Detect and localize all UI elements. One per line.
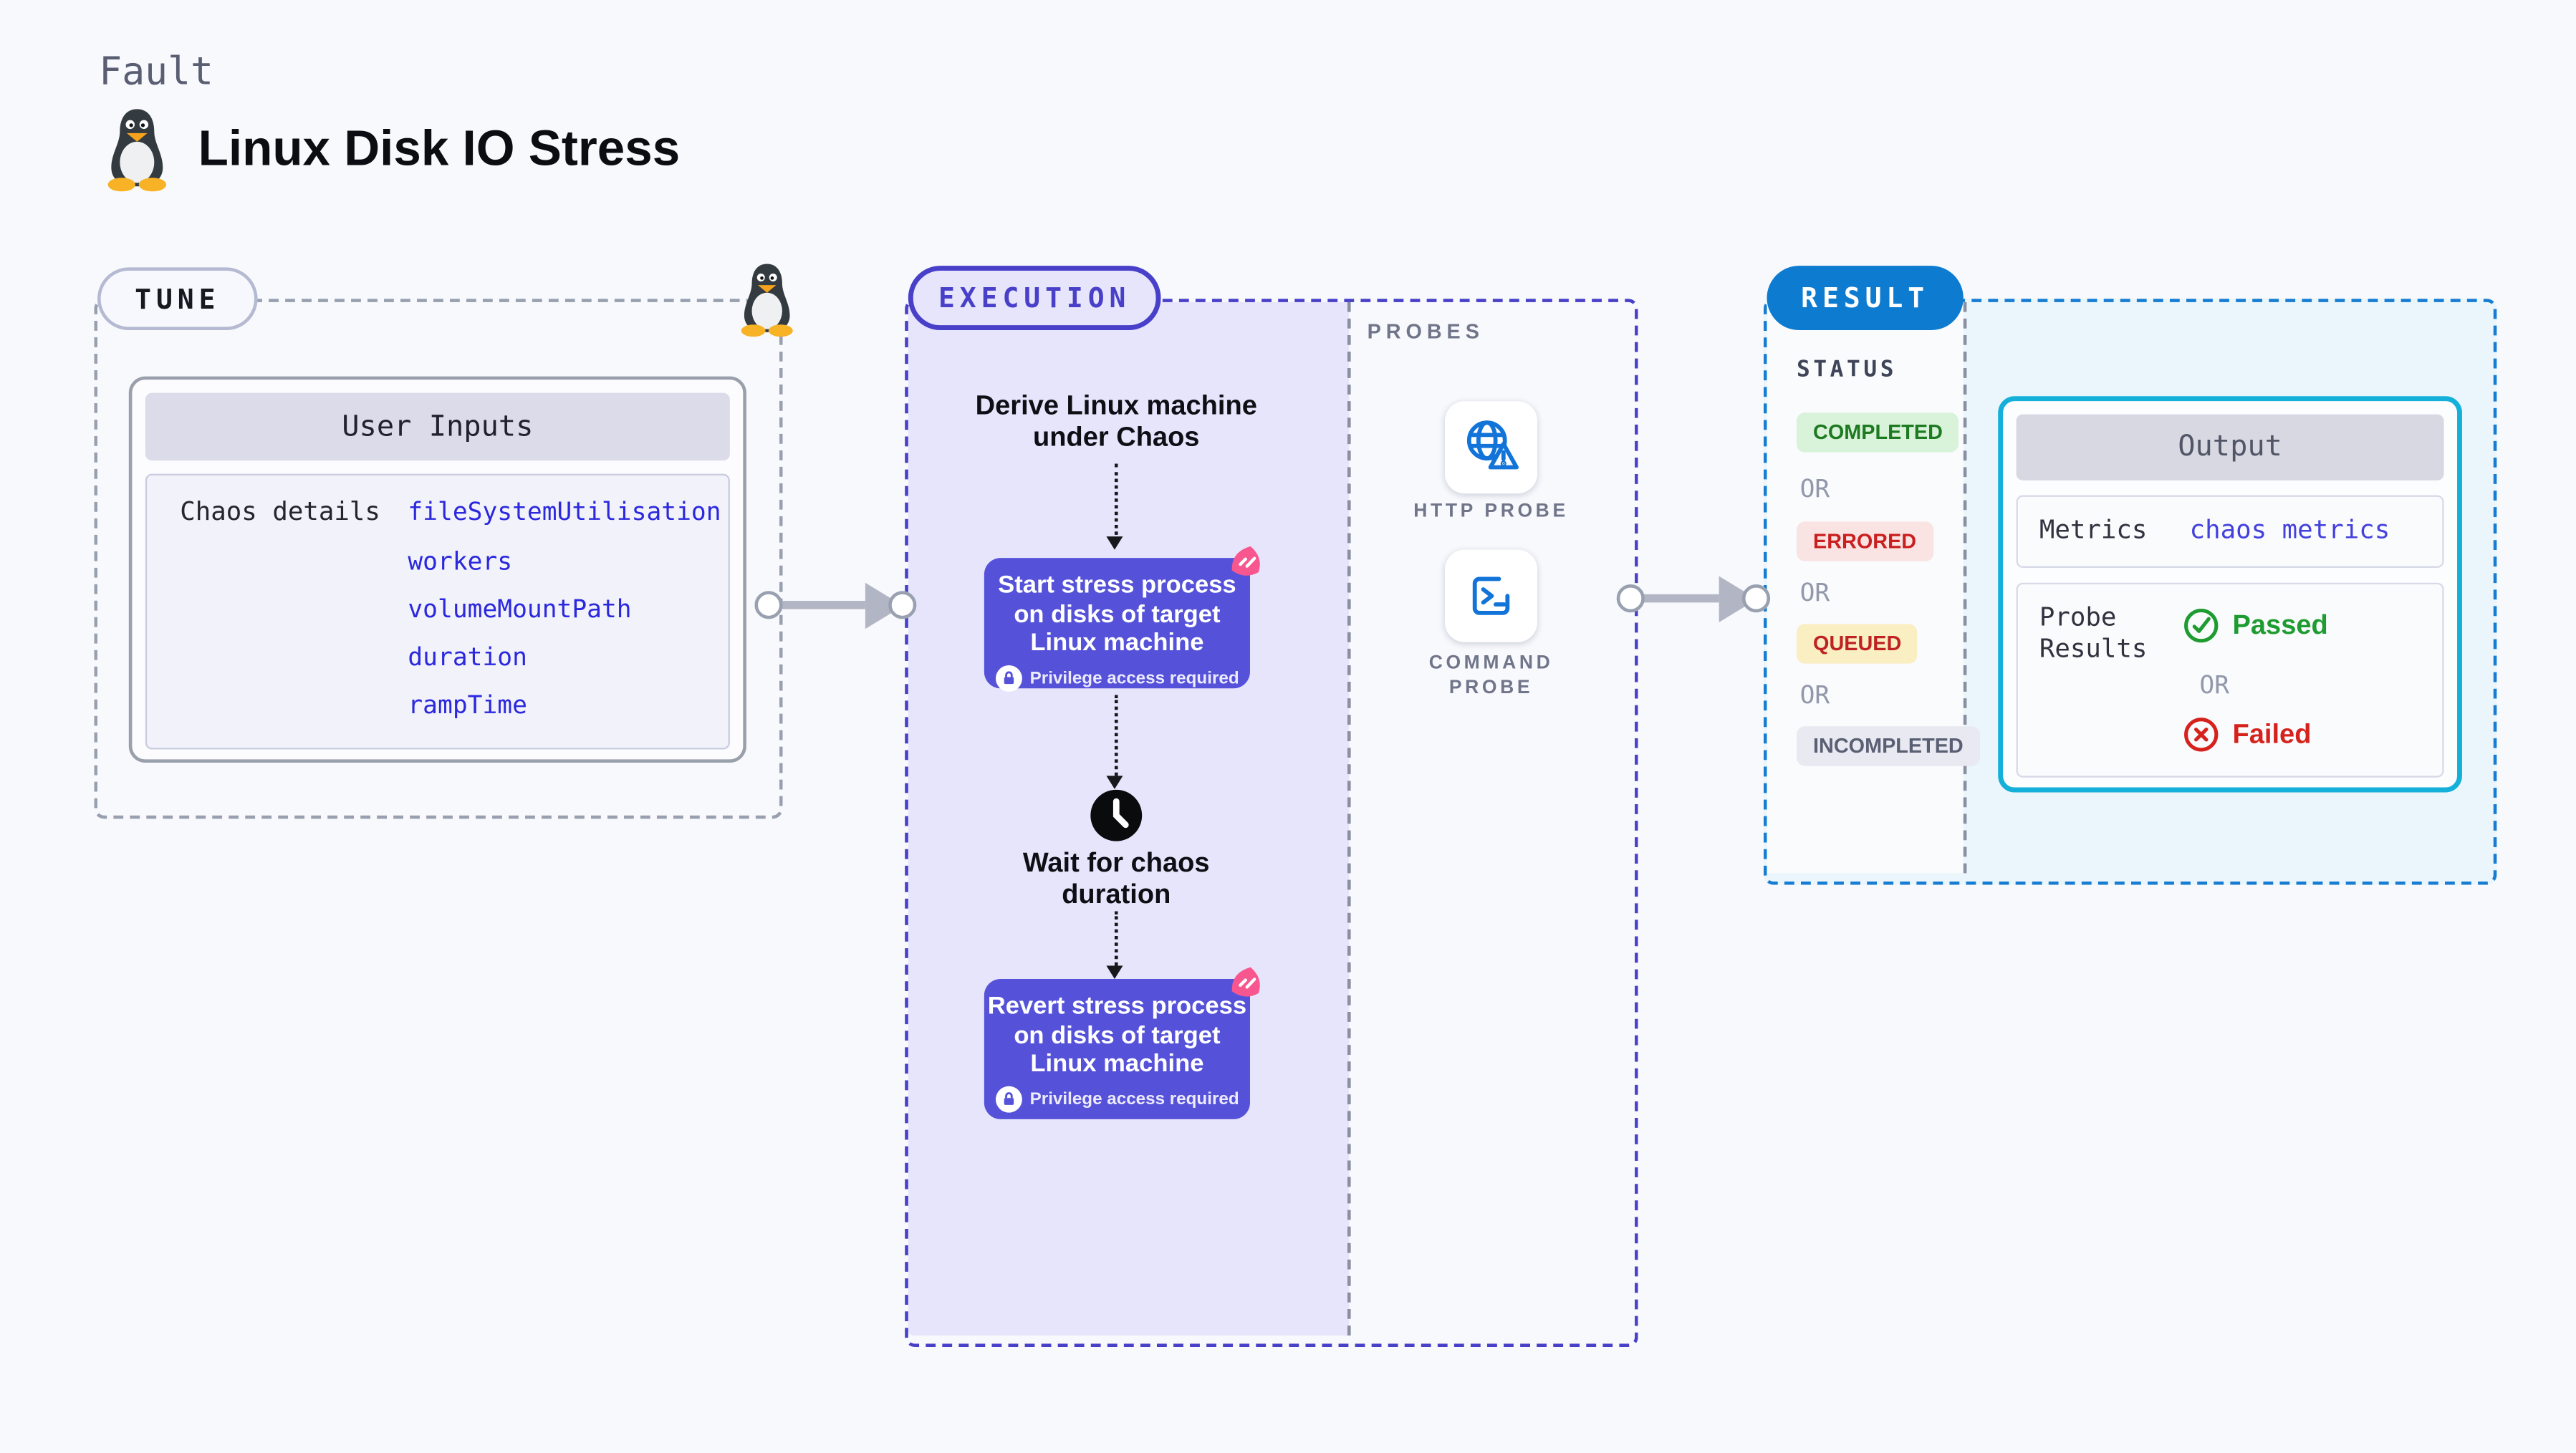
tux-icon [741, 264, 793, 337]
input-value: volumeMountPath [408, 594, 632, 624]
input-value: fileSystemUtilisation [408, 496, 721, 527]
privilege-badge: Privilege access required [1029, 1088, 1239, 1109]
status-badge-incompleted: INCOMPLETED [1796, 726, 1980, 766]
chaos-spark-icon [1231, 546, 1260, 576]
connector-dot [1616, 584, 1645, 613]
passed-result: Passed [2183, 607, 2328, 644]
http-probe-card [1444, 401, 1538, 494]
probes-divider [1347, 301, 1351, 1336]
probes-section-label: PROBES [1367, 320, 1484, 344]
start-stress-label: Start stress process on disks of target … [998, 571, 1236, 657]
privilege-badge: Privilege access required [1029, 667, 1239, 688]
lock-icon [995, 1085, 1022, 1112]
terminal-icon [1472, 576, 1510, 615]
status-badge-queued: QUEUED [1796, 624, 1918, 664]
metrics-value: chaos metrics [2189, 515, 2390, 545]
flow-connector [1114, 463, 1118, 535]
execution-section-pill: EXECUTION [908, 266, 1161, 331]
tune-section-pill: TUNE [97, 267, 258, 331]
start-stress-node: Start stress process on disks of target … [984, 546, 1260, 691]
failed-label: Failed [2232, 718, 2312, 749]
passed-label: Passed [2232, 609, 2328, 640]
revert-stress-node: Revert stress process on disks of target… [984, 967, 1260, 1119]
flow-arrow [1641, 594, 1719, 603]
status-header: STATUS [1796, 356, 1898, 383]
x-circle-icon [2184, 718, 2219, 752]
probe-results-label: Probe Results [2039, 602, 2148, 664]
command-probe-label: COMMAND PROBE [1428, 653, 1554, 699]
flow-arrow [779, 601, 865, 609]
or-label: OR [1799, 577, 1830, 608]
probe-results-row: Probe Results Passed OR Failed [2016, 582, 2444, 778]
user-inputs-header: User Inputs [145, 392, 730, 461]
lock-icon [995, 664, 1022, 691]
or-label: OR [2199, 670, 2230, 700]
http-probe-label: HTTP PROBE [1413, 501, 1569, 522]
status-badge-completed: COMPLETED [1796, 412, 1960, 453]
result-divider [1963, 301, 1967, 874]
result-section-pill: RESULT [1767, 266, 1964, 331]
page-title: Linux Disk IO Stress [198, 122, 681, 177]
user-inputs-card: User Inputs Chaos details fileSystemUtil… [128, 376, 746, 763]
flow-connector [1114, 911, 1118, 966]
input-value: workers [408, 546, 513, 576]
or-label: OR [1799, 680, 1830, 710]
flow-arrowhead [1106, 965, 1123, 979]
connector-dot [888, 591, 917, 619]
tune-region [94, 299, 783, 819]
check-circle-icon [2184, 608, 2219, 643]
input-value: rampTime [408, 690, 527, 720]
flow-arrowhead [1106, 536, 1123, 550]
globe-warning-icon [1466, 420, 1519, 470]
output-header: Output [2016, 414, 2444, 481]
output-card: Output Metrics chaos metrics Probe Resul… [1998, 396, 2462, 793]
flow-arrowhead [1106, 776, 1123, 789]
flow-connector [1114, 695, 1118, 776]
metrics-row: Metrics chaos metrics [2016, 495, 2444, 568]
status-badge-errored: ERRORED [1796, 521, 1933, 561]
derive-step-label: Derive Linux machine under Chaos [975, 391, 1257, 453]
clock-icon [1090, 789, 1143, 841]
connector-dot [1741, 584, 1771, 613]
or-label: OR [1799, 473, 1830, 504]
fault-label: Fault [99, 51, 213, 95]
chaos-spark-icon [1231, 967, 1260, 997]
wait-step-label: Wait for chaos duration [1022, 848, 1210, 910]
status-column [1767, 301, 1964, 874]
user-inputs-body: Chaos details fileSystemUtilisation work… [145, 473, 730, 750]
revert-stress-label: Revert stress process on disks of target… [987, 992, 1247, 1078]
command-probe-card [1444, 549, 1538, 642]
metrics-label: Metrics [2039, 515, 2148, 545]
input-value: duration [408, 642, 527, 672]
chaos-details-label: Chaos details [180, 496, 380, 527]
failed-result: Failed [2183, 716, 2311, 753]
tux-icon [107, 109, 167, 192]
connector-dot [754, 591, 783, 619]
execution-region [905, 299, 1638, 1347]
